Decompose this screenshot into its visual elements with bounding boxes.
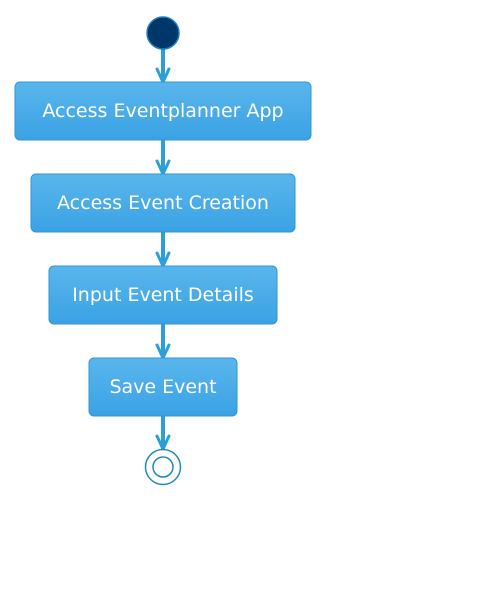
end-node (144, 448, 182, 486)
flow-arrow (155, 140, 171, 176)
action-node-access-event-creation[interactable]: Access Event Creation (30, 173, 296, 233)
flow-arrow (155, 232, 171, 268)
end-node-inner-ring (152, 456, 174, 478)
start-node (146, 16, 180, 50)
action-box-shape (30, 173, 296, 233)
action-box-shape (48, 265, 278, 325)
action-label: Access Eventplanner App (42, 100, 283, 122)
flow-arrow (155, 416, 171, 451)
action-label: Input Event Details (72, 284, 254, 306)
action-label: Save Event (109, 376, 216, 398)
action-node-access-eventplanner-app[interactable]: Access Eventplanner App (14, 81, 312, 141)
flow-arrow (155, 324, 171, 360)
action-node-save-event[interactable]: Save Event (88, 357, 238, 417)
action-nodes: Access Eventplanner App Access Event Cre… (14, 81, 312, 417)
action-label: Access Event Creation (57, 192, 269, 214)
action-box-shape (14, 81, 312, 141)
action-box-shape (88, 357, 238, 417)
flow-arrow (155, 49, 171, 84)
action-node-input-event-details[interactable]: Input Event Details (48, 265, 278, 325)
